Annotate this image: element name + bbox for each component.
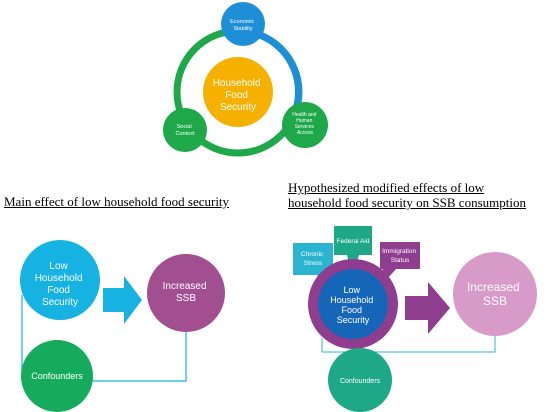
node-economic-stability (221, 2, 265, 46)
outcome-label: Increased SSB (467, 280, 523, 308)
center-circle (203, 57, 273, 127)
confounders-label: Confounders (340, 378, 381, 385)
modifier-federal-aid (334, 226, 372, 255)
exposure-circle (318, 269, 388, 339)
main-effect-diagram: Low Household Food Security Increased SS… (20, 240, 225, 412)
modifier-chronic-stress-label: Chronic Stress (301, 251, 325, 267)
outcome-circle (147, 254, 225, 332)
node-health-label: Health and Human Services Access (292, 112, 318, 136)
exposure-label: Low Household Food Security (330, 285, 376, 325)
outcome-circle (453, 252, 537, 336)
modified-effects-diagram: Chronic Stress Federal Aid Immigration S… (293, 226, 537, 412)
outcome-label: Increased SSB (163, 281, 210, 304)
confounder-link-line (21, 295, 187, 382)
cycle-ring-blue-segment (249, 28, 302, 114)
confounders-circle (21, 340, 93, 412)
modifier-immigration-status-label: Immigration Status (382, 248, 418, 264)
modifier-immigration-status (380, 242, 420, 269)
exposure-circle (20, 240, 100, 320)
modified-effects-heading-line2: household food security on SSB consumpti… (288, 195, 526, 210)
effect-arrow (103, 276, 142, 324)
exposure-label: Low Household Food Security (35, 261, 86, 308)
main-effect-heading: Main effect of low household food securi… (4, 194, 230, 209)
node-economic-label: Economic Stability (230, 19, 256, 32)
food-security-cycle-diagram: Household Food Security Economic Stabili… (163, 2, 328, 157)
confounders-circle (328, 348, 392, 412)
node-social-context (163, 108, 207, 152)
effect-arrow (405, 282, 450, 334)
modifier-federal-aid-label: Federal Aid (337, 238, 370, 245)
modified-effects-heading-line1: Hypothesized modified effects of low (288, 180, 485, 195)
node-health-services (282, 102, 328, 148)
modified-effects-heading: Hypothesized modified effects of low hou… (288, 180, 526, 210)
node-social-label: Social Context (176, 124, 195, 137)
confounder-link-line (321, 336, 496, 353)
confounders-label: Confounders (31, 371, 83, 381)
center-label: Household Food Security (213, 78, 264, 113)
